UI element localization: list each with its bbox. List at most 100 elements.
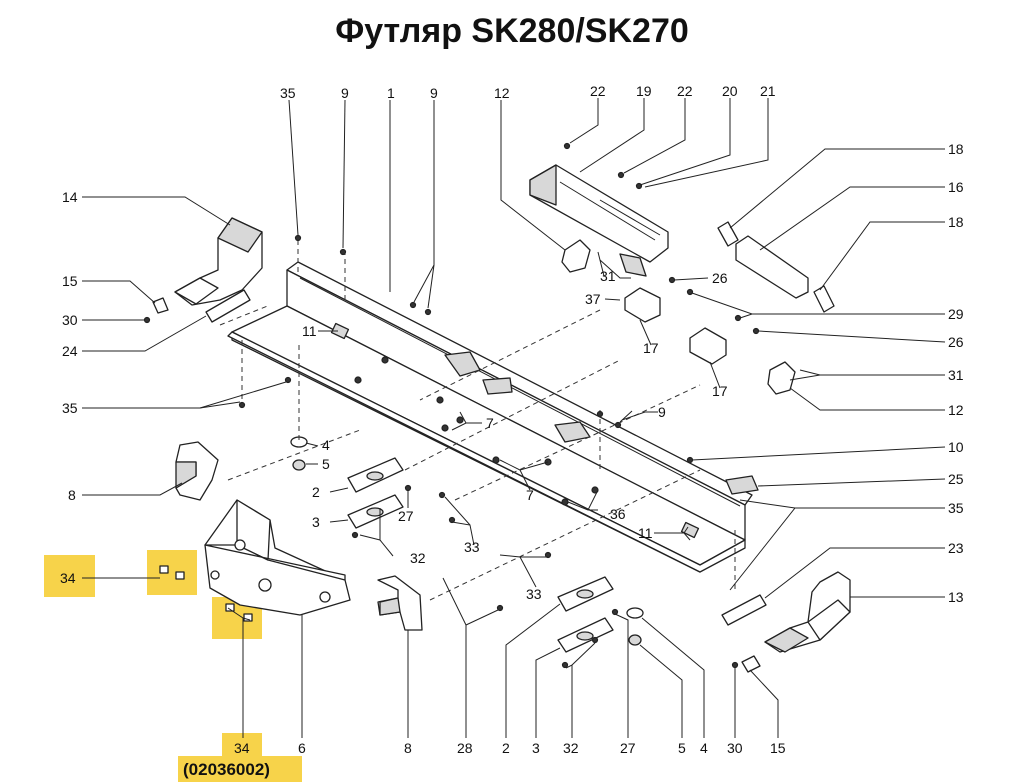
- callout-4-mid: 4: [322, 437, 330, 453]
- assembly-lines: [219, 240, 736, 601]
- callout-18-b: 18: [948, 214, 964, 230]
- plate-3-upper: [347, 494, 404, 529]
- callout-8-bottom: 8: [404, 740, 412, 756]
- callout-9-mid: 9: [658, 404, 666, 420]
- callout-36: 36: [610, 506, 626, 522]
- callout-2-bottom: 2: [502, 740, 510, 756]
- callout-32-bottom: 32: [563, 740, 579, 756]
- callout-16: 16: [948, 179, 964, 195]
- callout-33-b: 33: [526, 586, 542, 602]
- bottom-cover-6: [204, 499, 351, 616]
- callout-2-mid: 2: [312, 484, 320, 500]
- end-cap-14: [174, 217, 263, 306]
- callout-11-b: 11: [638, 525, 653, 541]
- callout-1: 1: [387, 85, 395, 101]
- callout-15-bottom: 15: [770, 740, 786, 756]
- callout-37: 37: [585, 291, 601, 307]
- callouts-middle: 11 4 5 2 3 27 7 9 31 37 17 17 7 36 11 32…: [302, 268, 728, 602]
- callout-18-a: 18: [948, 141, 964, 157]
- callout-34-left: 34: [60, 570, 76, 586]
- callout-5-bottom: 5: [678, 740, 686, 756]
- part-37: [619, 253, 647, 277]
- highlight-box-34-bottom: [222, 733, 262, 757]
- callout-19: 19: [636, 83, 652, 99]
- callout-35-left: 35: [62, 400, 78, 416]
- callout-26-b: 26: [948, 334, 964, 350]
- callout-3-bottom: 3: [532, 740, 540, 756]
- callout-10: 10: [948, 439, 964, 455]
- highlight-box-34-part-a: [147, 550, 197, 595]
- callout-30-bottom: 30: [727, 740, 743, 756]
- callout-12-top: 12: [494, 85, 510, 101]
- pad-17-left: [624, 287, 661, 323]
- callout-13: 13: [948, 589, 964, 605]
- strip-23: [721, 594, 767, 626]
- highlight-box-part-code: [178, 756, 302, 782]
- callout-33-a: 33: [464, 539, 480, 555]
- callout-35-right: 35: [948, 500, 964, 516]
- pad-17-right: [689, 327, 727, 365]
- callout-8-left: 8: [68, 487, 76, 503]
- washers-34-a: [159, 565, 185, 580]
- callout-12-right: 12: [948, 402, 964, 418]
- callout-27-mid: 27: [398, 508, 414, 524]
- callouts-left: 14 15 30 24 35 8 34: [60, 189, 78, 586]
- strip-16: [735, 235, 809, 299]
- callout-11-a: 11: [302, 323, 317, 339]
- callout-17-b: 17: [712, 383, 728, 399]
- callout-26-a: 26: [712, 270, 728, 286]
- latch-12-upper: [561, 239, 591, 273]
- plate-2-lower: [557, 576, 614, 612]
- label-25: [725, 475, 759, 495]
- callout-31-right: 31: [948, 367, 964, 383]
- callouts-top: 35 9 1 9 12 22 19 22 20 21: [280, 83, 776, 101]
- callout-9-top: 9: [341, 85, 349, 101]
- tab-15-right: [741, 655, 761, 673]
- washers-34-b: [225, 603, 253, 622]
- callout-4-bottom: 4: [700, 740, 708, 756]
- callouts-bottom: 34 6 8 28 2 3 32 27 5 4 30 15: [234, 740, 786, 756]
- callout-5-mid: 5: [322, 456, 330, 472]
- callout-29: 29: [948, 306, 964, 322]
- page-title: Футляр SK280/SK270: [335, 12, 689, 50]
- clip-18-upper: [717, 221, 739, 247]
- callout-17-a: 17: [643, 340, 659, 356]
- cover-plate-19: [529, 164, 669, 263]
- callout-23: 23: [948, 540, 964, 556]
- callout-32-mid: 32: [410, 550, 426, 566]
- callout-21: 21: [760, 83, 776, 99]
- callout-6: 6: [298, 740, 306, 756]
- callouts-right: 18 16 18 26 29 26 31 12 10 25 35 23 13: [712, 141, 964, 605]
- callout-24: 24: [62, 343, 78, 359]
- callout-7-a: 7: [486, 415, 494, 431]
- callout-9-top-b: 9: [430, 85, 438, 101]
- callout-25: 25: [948, 471, 964, 487]
- strip-24: [205, 289, 251, 323]
- callout-22-a: 22: [590, 83, 606, 99]
- callout-30-left: 30: [62, 312, 78, 328]
- callout-35-top: 35: [280, 85, 296, 101]
- callout-14: 14: [62, 189, 78, 205]
- leader-lines: [82, 98, 946, 738]
- callout-34-bottom: 34: [234, 740, 250, 756]
- fasteners: [143, 142, 760, 669]
- part-code: (02036002): [183, 760, 270, 779]
- callout-31-mid: 31: [600, 268, 616, 284]
- tab-15-left: [152, 297, 169, 314]
- clip-18-lower: [813, 285, 835, 313]
- bracket-8-upper: [175, 441, 219, 501]
- foot-4-5-lower: [626, 607, 644, 646]
- foot-4-5-upper: [290, 436, 308, 471]
- callout-7-b: 7: [526, 487, 534, 503]
- callout-3-mid: 3: [312, 514, 320, 530]
- main-case-tray: [227, 261, 753, 573]
- callout-20: 20: [722, 83, 738, 99]
- bracket-8-lower: [377, 575, 423, 631]
- latch-12-lower: [767, 361, 796, 395]
- highlight-box-34-left: [44, 555, 95, 597]
- callout-28: 28: [457, 740, 473, 756]
- callout-27-bottom: 27: [620, 740, 636, 756]
- callout-15-left: 15: [62, 273, 78, 289]
- callout-22-b: 22: [677, 83, 693, 99]
